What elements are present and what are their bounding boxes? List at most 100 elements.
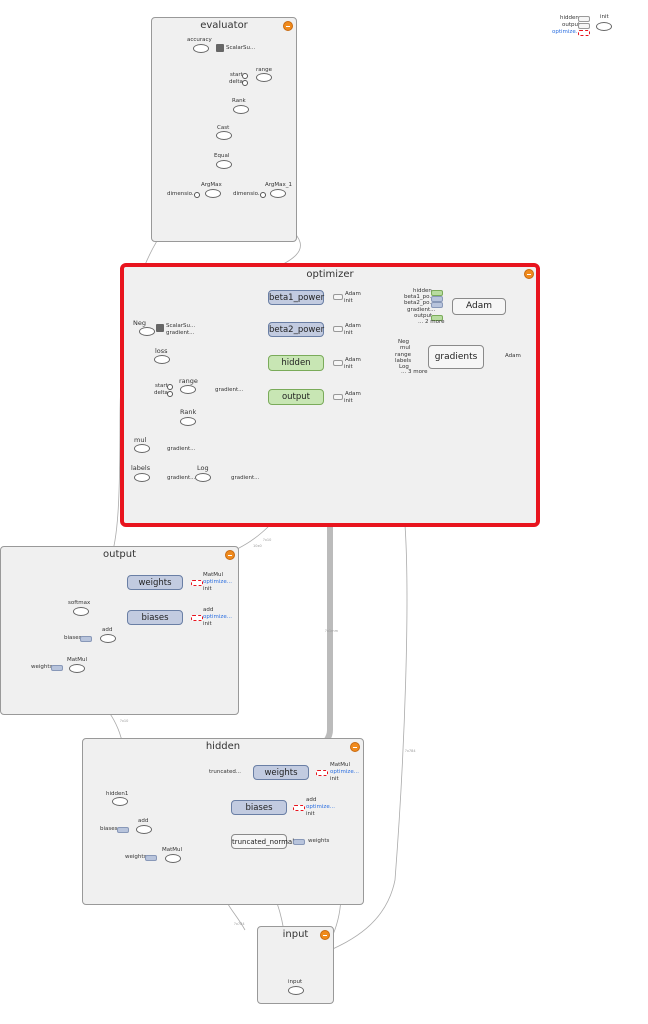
- eval-cast-node[interactable]: [216, 131, 232, 140]
- opt-log-label: Log: [197, 464, 209, 472]
- opt-output-init-label: init: [344, 398, 353, 404]
- opt-beta2-out-pill: [333, 326, 343, 332]
- output-matmul-label: MatMul: [67, 657, 88, 663]
- hidden-matmul-node[interactable]: [165, 854, 181, 863]
- evaluator-title: evaluator: [200, 20, 248, 31]
- opt-hidden-init-label: init: [344, 364, 353, 370]
- output-biases-node[interactable]: biases: [127, 610, 183, 625]
- output-weights-out-1: optimize...: [203, 579, 232, 585]
- opt-start-label: start: [155, 383, 168, 389]
- hidden-weights-src-label: truncated...: [209, 769, 242, 775]
- output-softmax-node[interactable]: [73, 607, 89, 616]
- eval-dim2-node[interactable]: [260, 192, 266, 198]
- opt-mul-label: mul: [134, 436, 147, 444]
- output-biases-out-1: optimize...: [203, 614, 232, 620]
- hidden-hidden1-node[interactable]: [112, 797, 128, 806]
- hidden-hidden1-label: hidden1: [106, 791, 129, 797]
- opt-hidden-node[interactable]: hidden: [268, 355, 324, 371]
- opt-beta1-init-label: init: [344, 298, 353, 304]
- output-expand-icon[interactable]: [225, 550, 235, 560]
- hidden-weights-out-0: MatMul: [330, 762, 351, 768]
- hidden-add-node[interactable]: [136, 825, 152, 834]
- legend-init-label: init: [600, 14, 609, 20]
- output-add-label: add: [102, 627, 113, 633]
- opt-range-node[interactable]: [180, 385, 196, 394]
- eval-dim1-label: dimensio...: [167, 191, 198, 197]
- output-matmul-node[interactable]: [69, 664, 85, 673]
- output-weights-node[interactable]: weights: [127, 575, 183, 590]
- hidden-weights-ref-pill: [316, 770, 328, 776]
- opt-adam-node[interactable]: Adam: [452, 298, 506, 315]
- opt-beta1-out-pill: [333, 294, 343, 300]
- eval-argmax-node[interactable]: [205, 189, 221, 198]
- legend-init-node[interactable]: [596, 22, 612, 31]
- opt-loss-node[interactable]: [154, 355, 170, 364]
- hidden-biases-in-label: biases: [100, 826, 118, 832]
- opt-output-adam-label: Adam: [345, 391, 361, 397]
- opt-mul-node[interactable]: [134, 444, 150, 453]
- eval-start-node[interactable]: [242, 73, 248, 79]
- hidden-weights-node[interactable]: weights: [253, 765, 309, 780]
- hidden-add-label: add: [138, 818, 149, 824]
- opt-output-out-pill: [333, 394, 343, 400]
- hidden-weights-in-label: weights: [125, 854, 147, 860]
- evaluator-panel[interactable]: evaluator: [151, 17, 297, 242]
- opt-beta1-adam-label: Adam: [345, 291, 361, 297]
- hidden-truncated-out-label: weights: [308, 838, 330, 844]
- eval-argmax1-label: ArgMax_1: [265, 182, 293, 188]
- legend-hidden-swatch: [578, 16, 590, 22]
- output-biases-out-2: init: [203, 621, 212, 627]
- opt-neg-node[interactable]: [139, 327, 155, 336]
- eval-range-label: range: [256, 67, 272, 73]
- input-title: input: [282, 929, 309, 940]
- legend-optimize-swatch: [578, 30, 590, 36]
- hidden-biases-in-pill: [117, 827, 129, 833]
- hidden-weights-in-pill: [145, 855, 157, 861]
- opt-delta-node[interactable]: [167, 391, 173, 397]
- opt-adam-in-4-pill: [431, 315, 443, 321]
- eval-scalar-label: ScalarSu...: [226, 45, 256, 51]
- eval-argmax-label: ArgMax: [201, 182, 222, 188]
- legend: hidden output optimize... init: [550, 14, 620, 40]
- opt-beta1-power-node[interactable]: beta1_power: [268, 290, 324, 305]
- opt-gradients-adam-label: Adam: [505, 353, 521, 359]
- output-biases-out-0: add: [203, 607, 214, 613]
- input-node[interactable]: [288, 986, 304, 995]
- eval-accuracy-node[interactable]: [193, 44, 209, 53]
- opt-log-node[interactable]: [195, 473, 211, 482]
- hidden-biases-node[interactable]: biases: [231, 800, 287, 815]
- opt-rank-node[interactable]: [180, 417, 196, 426]
- opt-beta2-power-node[interactable]: beta2_power: [268, 322, 324, 337]
- opt-labels-label: labels: [131, 464, 151, 472]
- eval-argmax1-node[interactable]: [270, 189, 286, 198]
- opt-grad-in-1: mul: [400, 345, 411, 351]
- opt-labels-node[interactable]: [134, 473, 150, 482]
- output-weights-out-0: MatMul: [203, 572, 224, 578]
- opt-output-node[interactable]: output: [268, 389, 324, 405]
- optimizer-panel[interactable]: optimizer: [120, 263, 540, 527]
- evaluator-expand-icon[interactable]: [283, 21, 293, 31]
- opt-grad-in-5: ... 3 more: [401, 369, 428, 375]
- opt-adam-in-0-pill: [431, 290, 443, 296]
- eval-delta-node[interactable]: [242, 80, 248, 86]
- output-panel[interactable]: output: [0, 546, 239, 715]
- output-weights-in-label: weights: [31, 664, 53, 670]
- hidden-expand-icon[interactable]: [350, 742, 360, 752]
- hidden-biases-ref-pill: [293, 805, 305, 811]
- svg-text:10x0: 10x0: [253, 544, 262, 548]
- eval-start-label: start: [230, 72, 243, 78]
- opt-start-node[interactable]: [167, 384, 173, 390]
- output-add-node[interactable]: [100, 634, 116, 643]
- opt-adam-in-5: ... 2 more: [418, 319, 445, 325]
- hidden-panel[interactable]: hidden: [82, 738, 364, 905]
- eval-range-node[interactable]: [256, 73, 272, 82]
- hidden-truncated-normal-node[interactable]: truncated_normal: [231, 834, 294, 849]
- opt-adam-in-2-pill: [431, 302, 443, 308]
- eval-rank-node[interactable]: [233, 105, 249, 114]
- hidden-weights-out-2: init: [330, 776, 339, 782]
- opt-gradients-node[interactable]: gradients: [428, 345, 484, 369]
- eval-equal-node[interactable]: [216, 160, 232, 169]
- input-expand-icon[interactable]: [320, 930, 330, 940]
- eval-dim1-node[interactable]: [194, 192, 200, 198]
- optimizer-expand-icon[interactable]: [524, 269, 534, 279]
